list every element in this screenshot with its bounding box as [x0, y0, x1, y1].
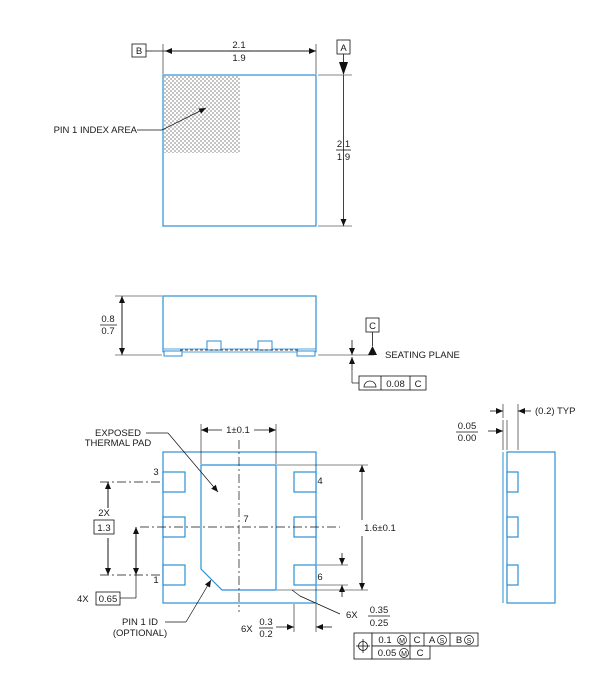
pad-height-dimension: 1.6±0.1 [364, 523, 396, 534]
fcf-row1-datum-b: B [456, 635, 462, 646]
pin-6-label: 6 [317, 572, 322, 583]
fcf-row1-value: 0.1 [378, 635, 391, 646]
datum-c-triangle [368, 346, 377, 355]
end-terminal [506, 516, 519, 538]
top-view: B 2.1 1.9 A 2.1 1.9 PIN 1 INDEX AREA [54, 39, 352, 227]
top-width-max: 2.1 [232, 40, 245, 51]
pin-3-label: 3 [153, 467, 158, 478]
lead-length-max: 0.3 [259, 617, 272, 628]
exposed-thermal-pad [200, 464, 277, 591]
position-tolerance-frame: 0.1 M C A S B S 0.05 M C [353, 632, 479, 660]
pin1-id-label-line1: PIN 1 ID [122, 617, 158, 628]
datum-b-box [131, 43, 147, 58]
lead-width-min: 0.25 [370, 618, 389, 629]
exposed-pad-label-line2: THERMAL PAD [85, 438, 152, 449]
lead-pitch-value-label: 0.65 [99, 594, 118, 605]
rfs-modifier-icon [437, 635, 447, 645]
side-terminal [257, 340, 273, 351]
lead-width-count: 6X [346, 610, 358, 621]
seating-plane-label: SEATING PLANE [385, 350, 460, 361]
lead-pitch-count-label: 4X [77, 594, 89, 605]
pin1-id-label-line2: (OPTIONAL) [113, 628, 167, 639]
pin-4-label: 4 [317, 476, 322, 487]
fcf-row2-datum-c: C [417, 648, 424, 659]
pin-1-label: 1 [153, 575, 158, 586]
datum-c-label: C [369, 321, 376, 332]
fcf-row1-datum-a: A [429, 635, 436, 646]
side-terminal [296, 350, 316, 357]
pad-width-dimension: 1±0.1 [226, 425, 250, 436]
top-height-min: 1.9 [337, 152, 350, 163]
side-terminal [163, 350, 183, 357]
side-view: 0.8 0.7 C SEATING PLANE 0.08 C [100, 295, 460, 391]
svg-text:S: S [467, 638, 472, 645]
basic-lead-pitch-box [95, 591, 121, 606]
standoff-max: 0.05 [458, 421, 477, 432]
terminal-4 [293, 471, 317, 493]
lead-width-max: 0.35 [370, 605, 389, 616]
flatness-symbol-icon [363, 380, 377, 388]
svg-text:M: M [399, 638, 405, 645]
flatness-datum: C [415, 379, 422, 390]
datum-a-label: A [340, 43, 347, 54]
exposed-pad-label-line1: EXPOSED [95, 428, 141, 439]
svg-text:S: S [440, 638, 445, 645]
datum-b-label: B [136, 46, 142, 57]
terminal-thickness-label: (0.2) TYP [535, 406, 575, 417]
rfs-modifier-icon [464, 635, 474, 645]
standoff-min: 0.00 [458, 433, 477, 444]
lead-length-min: 0.2 [259, 629, 272, 640]
pin1-index-area-label: PIN 1 INDEX AREA [54, 125, 138, 136]
mmc-modifier-icon [399, 648, 409, 658]
mmc-modifier-icon [397, 635, 407, 645]
pitch-value-label: 1.3 [97, 523, 110, 534]
end-terminal [506, 471, 519, 493]
top-height-max: 2.1 [337, 139, 350, 150]
datum-a-triangle [339, 62, 348, 75]
side-height-max: 0.8 [101, 314, 114, 325]
end-view: 0.05 0.00 (0.2) TYP [456, 404, 575, 604]
svg-text:M: M [401, 651, 407, 658]
terminal-1 [162, 564, 186, 586]
terminal-6 [293, 564, 317, 586]
flatness-value: 0.08 [386, 379, 405, 390]
lead-length-count: 6X [241, 624, 253, 635]
pin-7-label: 7 [243, 514, 248, 525]
side-height-min: 0.7 [101, 326, 114, 337]
basic-pitch-box [93, 519, 115, 535]
fcf-row2-value: 0.05 [378, 648, 397, 659]
top-width-min: 1.9 [232, 53, 245, 64]
pitch-count-label: 2X [98, 508, 110, 519]
side-terminal [206, 340, 222, 351]
fcf-row1-datum-c: C [414, 635, 421, 646]
end-terminal [506, 564, 519, 586]
side-view-body [162, 295, 317, 352]
pin1-index-area [164, 76, 240, 153]
bottom-view: 3 4 1 6 7 1±0.1 EXPOSED THERMAL PAD 1.6±… [77, 424, 479, 660]
terminal-3 [162, 471, 186, 493]
